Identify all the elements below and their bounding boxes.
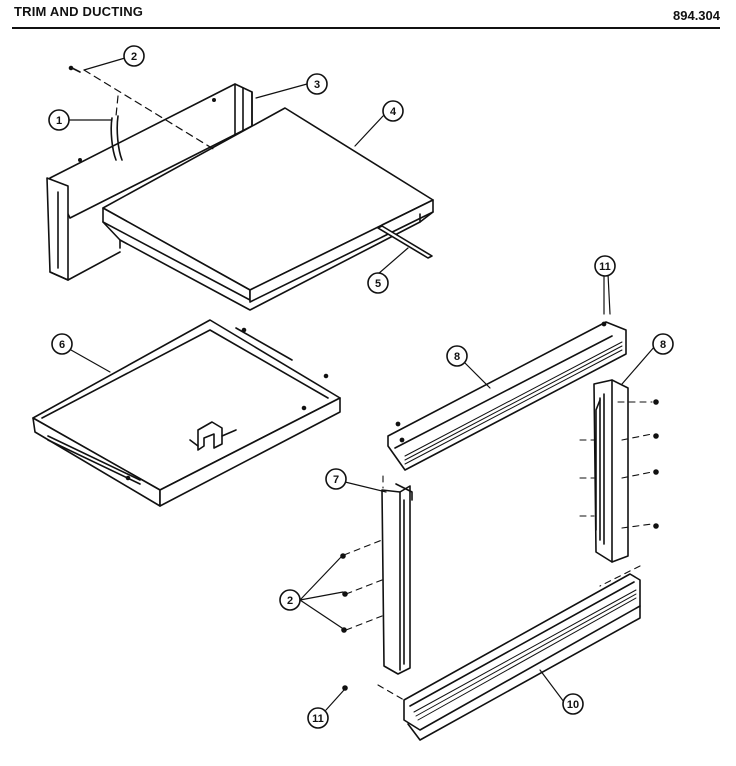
svg-text:3: 3 xyxy=(314,79,320,91)
callout-2b: 2 xyxy=(279,589,301,611)
svg-text:6: 6 xyxy=(59,339,65,351)
callout-7: 7 xyxy=(325,468,347,490)
svg-text:4: 4 xyxy=(390,106,397,118)
bottom-trim-part xyxy=(403,573,641,741)
back-housing-part xyxy=(46,83,253,281)
callout-3: 3 xyxy=(306,73,328,95)
side-trim-left-part xyxy=(381,483,413,675)
screws-part xyxy=(340,399,659,691)
callout-5: 5 xyxy=(367,272,389,294)
alignment-dashes-upper xyxy=(83,69,216,151)
callout-2a: 2 xyxy=(123,45,145,67)
model-code: 894.304 xyxy=(673,8,720,23)
svg-text:1: 1 xyxy=(56,115,62,127)
callout-1: 1 xyxy=(48,109,70,131)
svg-text:2: 2 xyxy=(131,51,137,63)
callout-10: 10 xyxy=(562,693,584,715)
callout-11a: 11 xyxy=(594,255,616,277)
callout-11b: 11 xyxy=(307,707,329,729)
callout-4: 4 xyxy=(382,100,404,122)
screw-part xyxy=(68,65,81,73)
svg-text:11: 11 xyxy=(312,713,324,725)
wire-part xyxy=(110,115,123,161)
top-trim-part xyxy=(387,321,627,471)
alignment-dashes-lower xyxy=(343,401,653,701)
svg-text:7: 7 xyxy=(333,474,339,486)
svg-text:5: 5 xyxy=(375,278,381,290)
header-rule xyxy=(12,27,720,29)
svg-text:8: 8 xyxy=(660,339,666,351)
callout-6: 6 xyxy=(51,333,73,355)
callout-8b: 8 xyxy=(652,333,674,355)
svg-text:10: 10 xyxy=(567,699,579,711)
diagram-title: TRIM AND DUCTING xyxy=(14,4,144,19)
side-trim-right-part xyxy=(593,379,629,563)
rod-part xyxy=(377,225,433,259)
svg-text:2: 2 xyxy=(287,595,293,607)
callout-leaders xyxy=(67,57,656,711)
callout-8a: 8 xyxy=(446,345,468,367)
svg-text:11: 11 xyxy=(599,261,611,273)
bottom-tray-part xyxy=(32,319,341,507)
svg-text:8: 8 xyxy=(454,351,460,363)
top-panel-part xyxy=(102,107,434,311)
